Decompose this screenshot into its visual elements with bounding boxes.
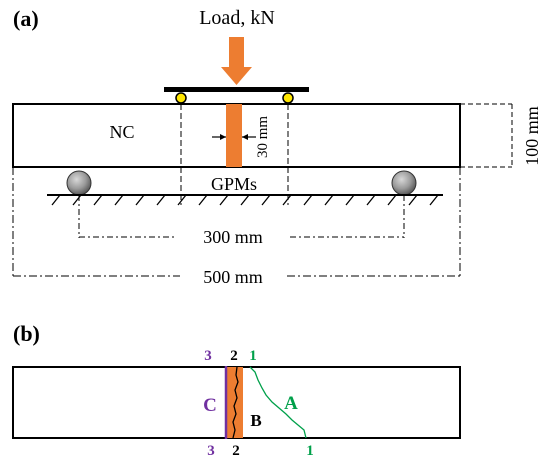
load-label: Load, kN [199,7,275,29]
support-roller-left [66,170,92,196]
bottom-number-2: 2 [232,443,240,459]
load-arrow-icon [221,37,252,85]
top-number-1: 1 [249,348,257,364]
gpm-column [226,104,242,167]
gpm-layer-b [226,367,243,438]
gap-label: 30 mm [255,116,271,158]
top-number-2: 2 [230,348,238,364]
region-a-label: A [284,393,298,414]
support-roller-right [391,170,417,196]
load-point-left [175,92,187,104]
gpm-label: GPMs [211,174,257,194]
panel-b-label: (b) [13,321,40,346]
height-label: 100 mm [522,106,542,166]
span-label: 300 mm [203,227,263,247]
bottom-number-3: 3 [207,443,215,459]
region-c-label: C [203,395,217,416]
load-point-right [282,92,294,104]
loading-plate [164,87,309,92]
crack-line-2 [232,366,239,439]
crack-line-1 [249,366,307,439]
nc-label: NC [109,122,134,142]
gap-arrows [212,134,256,140]
panel-a-label: (a) [13,6,39,31]
ground-hatching [51,194,439,206]
length-label: 500 mm [203,267,263,287]
height-dimension [460,103,513,168]
region-b-label: B [250,411,261,430]
span-dimension [78,195,405,238]
top-number-3: 3 [204,348,212,364]
length-dimension [12,167,461,277]
bottom-number-1: 1 [306,443,314,459]
